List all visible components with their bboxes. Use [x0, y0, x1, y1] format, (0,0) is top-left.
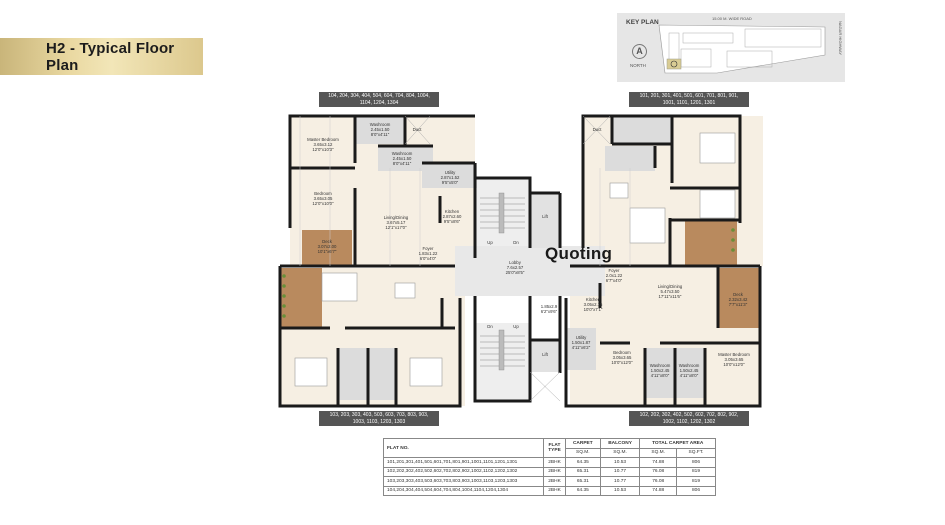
cell-type: 2BHK [543, 476, 566, 487]
unit-tag-top-right: 101, 201, 301, 401, 501, 601, 701, 801, … [629, 92, 749, 107]
cell-carpet: 65.31 [565, 466, 601, 477]
cell-carpet: 64.35 [565, 485, 601, 496]
cell-carpet: 65.31 [565, 476, 601, 487]
cell-total-sqm: 74.88 [639, 457, 677, 468]
cell-total-sqm: 76.08 [639, 466, 677, 477]
cell-total-sqft: 806 [676, 485, 716, 496]
cell-type: 2BHK [543, 485, 566, 496]
header-total-sqft: SQ.FT. [676, 447, 716, 458]
cell-balcony: 10.77 [599, 466, 641, 477]
carpet-area-table: FLAT NO. FLAT TYPE CARPET BALCONY TOTAL … [383, 438, 716, 496]
room-duct-tr: Duct [592, 127, 602, 132]
cell-flat-no: 104,204,304,404,504,604,704,804,1004,110… [383, 485, 544, 496]
table-row: 101,201,301,401,501,601,701,801,901,1001… [383, 457, 716, 468]
cell-flat-no: 102,202,302,402,502,602,702,802,902,1002… [383, 466, 544, 477]
stair-up-bottom: Up [513, 324, 519, 329]
header-carpet-sqm: SQ.M. [565, 447, 601, 458]
cell-type: 2BHK [543, 457, 566, 468]
table-row: 104,204,304,404,504,604,704,804,1004,110… [383, 485, 716, 496]
header-total-sqm: SQ.M. [639, 447, 677, 458]
table-row: 102,202,302,402,502,602,702,802,902,1002… [383, 466, 716, 477]
cell-total-sqm: 74.88 [639, 485, 677, 496]
title-banner: H2 - Typical Floor Plan [0, 38, 203, 75]
cell-flat-no: 103,203,303,403,503,603,703,803,903,1003… [383, 476, 544, 487]
unit-tag-bottom-right: 102, 202, 302, 402, 502, 602, 702, 802, … [629, 411, 749, 426]
cell-total-sqft: 819 [676, 476, 716, 487]
page-title: H2 - Typical Floor Plan [46, 39, 175, 74]
unit-tag-top-left: 104, 204, 304, 404, 504, 604, 704, 804, … [319, 92, 439, 107]
room-duct-tl: Duct [412, 127, 422, 132]
stair-up-top: Up [487, 240, 493, 245]
header-flat-type: FLAT TYPE [543, 438, 566, 458]
room-lift-bottom: Lift [542, 352, 548, 357]
header-total-carpet-area: TOTAL CARPET AREA [639, 438, 716, 449]
floor-plan-walls [278, 114, 763, 408]
highway-label: NAGAR HIGHWAY [838, 21, 843, 56]
key-plan: KEY PLAN 15.00 M. WIDE ROAD NAGAR HIGHWA… [617, 13, 845, 82]
header-balcony: BALCONY [599, 438, 641, 449]
key-plan-title: KEY PLAN [626, 19, 659, 26]
cell-balcony: 10.77 [599, 476, 641, 487]
north-arrow-icon: A [632, 44, 647, 59]
road-label: 15.00 M. WIDE ROAD [712, 16, 752, 21]
cell-flat-no: 101,201,301,401,501,601,701,801,901,1001… [383, 457, 544, 468]
table-row: 103,203,303,403,503,603,703,803,903,1003… [383, 476, 716, 487]
watermark-text: Quoting [545, 244, 613, 263]
cell-carpet: 64.35 [565, 457, 601, 468]
unit-tag-bottom-left: 103, 203, 303, 403, 503, 603, 703, 803, … [319, 411, 439, 426]
header-carpet: CARPET [565, 438, 601, 449]
cell-total-sqft: 806 [676, 457, 716, 468]
cell-type: 2BHK [543, 466, 566, 477]
stair-dn-top: Dn [513, 240, 519, 245]
stair-dn-bottom: Dn [487, 324, 493, 329]
room-lift-top: Lift [542, 214, 548, 219]
cell-balcony: 10.53 [599, 485, 641, 496]
cell-balcony: 10.53 [599, 457, 641, 468]
north-label: NORTH [630, 63, 646, 68]
key-plan-site-map [658, 24, 826, 74]
header-flat-no: FLAT NO. [383, 438, 544, 458]
cell-total-sqft: 819 [676, 466, 716, 477]
cell-total-sqm: 76.08 [639, 476, 677, 487]
header-balcony-sqm: SQ.M. [599, 447, 641, 458]
